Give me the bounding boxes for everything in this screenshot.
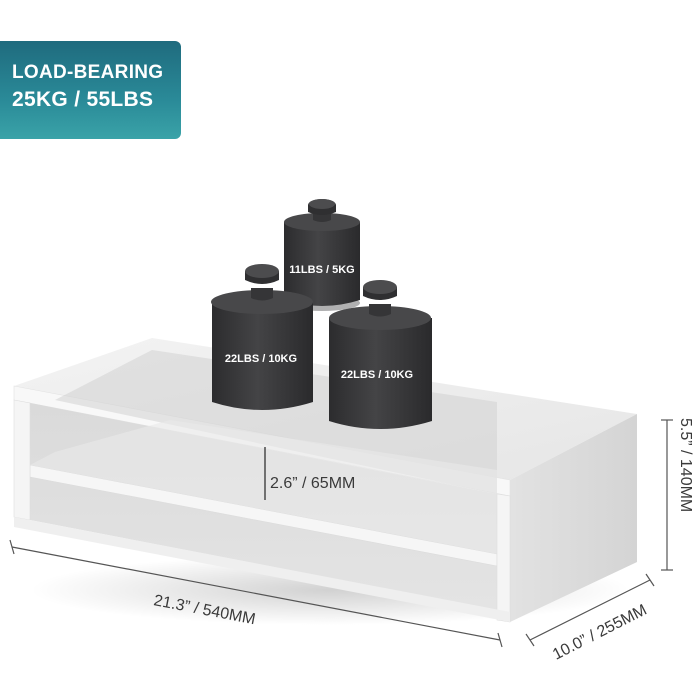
weight-left-label: 22LBS / 10KG bbox=[225, 353, 297, 365]
stand-right-leg bbox=[496, 493, 511, 623]
height-dimension: 5.5” / 140MM bbox=[661, 418, 694, 571]
weight-top-label: 11LBS / 5KG bbox=[289, 264, 354, 276]
height-label: 5.5” / 140MM bbox=[677, 418, 694, 512]
load-bearing-badge: LOAD-BEARING 25KG / 55LBS bbox=[0, 41, 181, 139]
badge-title: LOAD-BEARING bbox=[12, 62, 164, 83]
badge-capacity: 25KG / 55LBS bbox=[12, 88, 154, 111]
weight-left: 22LBS / 10KG bbox=[211, 264, 313, 410]
stand-bottom-edge bbox=[14, 517, 510, 622]
stand-right-side bbox=[510, 414, 637, 622]
weight-right-label: 22LBS / 10KG bbox=[341, 369, 413, 381]
stand-shelf-surface bbox=[30, 420, 497, 554]
weight-right: 22LBS / 10KG bbox=[329, 280, 432, 429]
shelf-gap-label: 2.6” / 65MM bbox=[270, 475, 355, 492]
stand-left-leg bbox=[13, 399, 31, 521]
